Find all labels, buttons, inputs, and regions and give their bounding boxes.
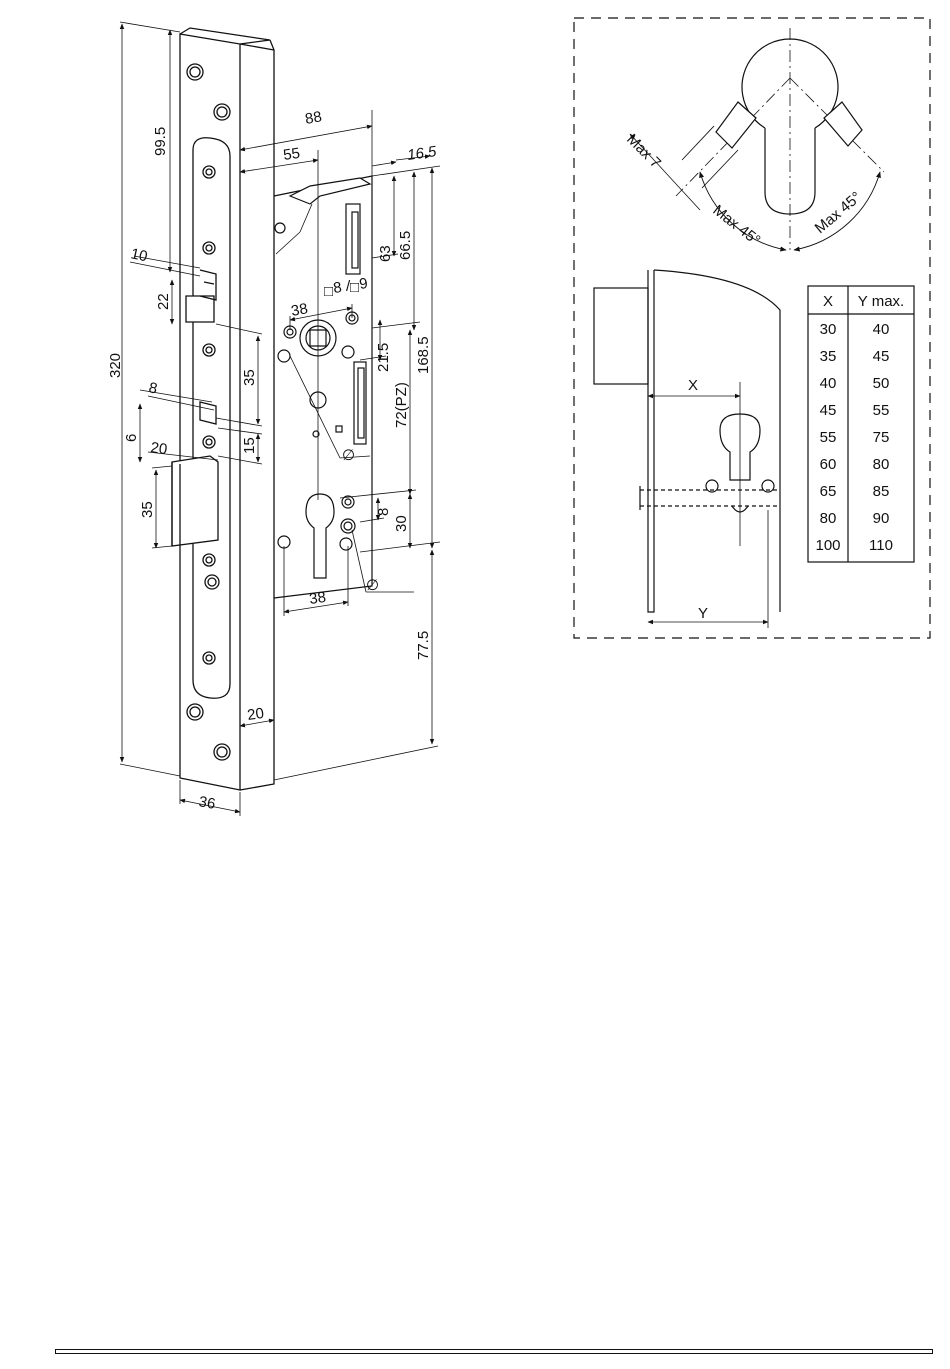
dim-55: 55 xyxy=(282,145,301,164)
dim-10: 10 xyxy=(129,245,149,265)
door-section-view xyxy=(594,270,780,628)
table-header-1: Y max. xyxy=(858,293,904,310)
dim-20-side: 20 xyxy=(149,439,168,458)
table-cell: 40 xyxy=(820,375,837,392)
faceplate xyxy=(172,28,274,790)
table-cell: 35 xyxy=(820,348,837,365)
label-max-45-right: Max 45° xyxy=(812,189,865,238)
table-cell: 65 xyxy=(820,483,837,500)
lock-case xyxy=(274,176,372,598)
dim-36: 36 xyxy=(197,793,216,813)
table-cell: 110 xyxy=(869,537,893,554)
dim-6: 6 xyxy=(123,434,140,442)
dim-35-side: 35 xyxy=(241,369,258,386)
sq-symbol-1: □ xyxy=(324,283,333,300)
dim-77-5: 77.5 xyxy=(415,631,432,660)
dim-88: 88 xyxy=(304,108,323,128)
dim-8-side: 8 xyxy=(147,379,159,397)
dim-35-bolt: 35 xyxy=(139,501,156,518)
table-cell: 40 xyxy=(873,321,890,338)
dimension-labels: 320 99.5 10 22 35 8 6 20 15 35 88 55 16.… xyxy=(107,108,438,813)
table-cell: 30 xyxy=(820,321,837,338)
table-cell: 80 xyxy=(873,456,890,473)
xy-table-text: X Y max. 30 40 35 45 40 50 45 55 55 75 60 80 65 85 80 90 1… xyxy=(815,293,904,554)
footer-rule xyxy=(55,1349,933,1354)
dim-168-5: 168.5 xyxy=(415,336,432,374)
diameter-symbol-1: ∅ xyxy=(342,447,355,464)
dim-9-sq: 9 xyxy=(358,275,369,293)
dim-72pz: 72(PZ) xyxy=(393,382,410,428)
table-cell: 85 xyxy=(873,483,890,500)
diameter-symbol-2: ∅ xyxy=(366,577,379,594)
dim-8-sq: 8 xyxy=(332,279,343,297)
label-x: X xyxy=(688,377,698,394)
label-y: Y xyxy=(698,605,708,622)
dim-66-5: 66.5 xyxy=(397,231,414,260)
table-cell: 90 xyxy=(873,510,890,527)
table-cell: 60 xyxy=(820,456,837,473)
dim-38-bottom: 38 xyxy=(308,589,327,608)
table-cell: 75 xyxy=(873,429,890,446)
table-cell: 80 xyxy=(820,510,837,527)
dim-320: 320 xyxy=(107,353,124,378)
table-cell: 55 xyxy=(820,429,837,446)
dim-15: 15 xyxy=(241,437,258,454)
label-max-7: Max 7 xyxy=(623,131,664,172)
table-cell: 50 xyxy=(873,375,890,392)
table-header-0: X xyxy=(823,293,833,310)
dim-38-top: 38 xyxy=(290,300,309,320)
dim-22: 22 xyxy=(155,293,172,310)
dim-99-5: 99.5 xyxy=(152,127,169,156)
sq-symbol-2: □ xyxy=(350,279,359,296)
table-cell: 45 xyxy=(820,402,837,419)
label-max-45-left: Max 45° xyxy=(710,202,764,249)
dim-16-5: 16.5 xyxy=(406,143,438,164)
dim-21-5: 21.5 xyxy=(375,343,392,372)
dim-30: 30 xyxy=(393,515,410,532)
table-cell: 45 xyxy=(873,348,890,365)
table-cell: 55 xyxy=(873,402,890,419)
dim-63: 63 xyxy=(377,245,394,262)
dim-20-bottom: 20 xyxy=(246,705,265,724)
table-cell: 100 xyxy=(815,537,840,554)
dim-8-cyl: 8 xyxy=(375,508,392,516)
